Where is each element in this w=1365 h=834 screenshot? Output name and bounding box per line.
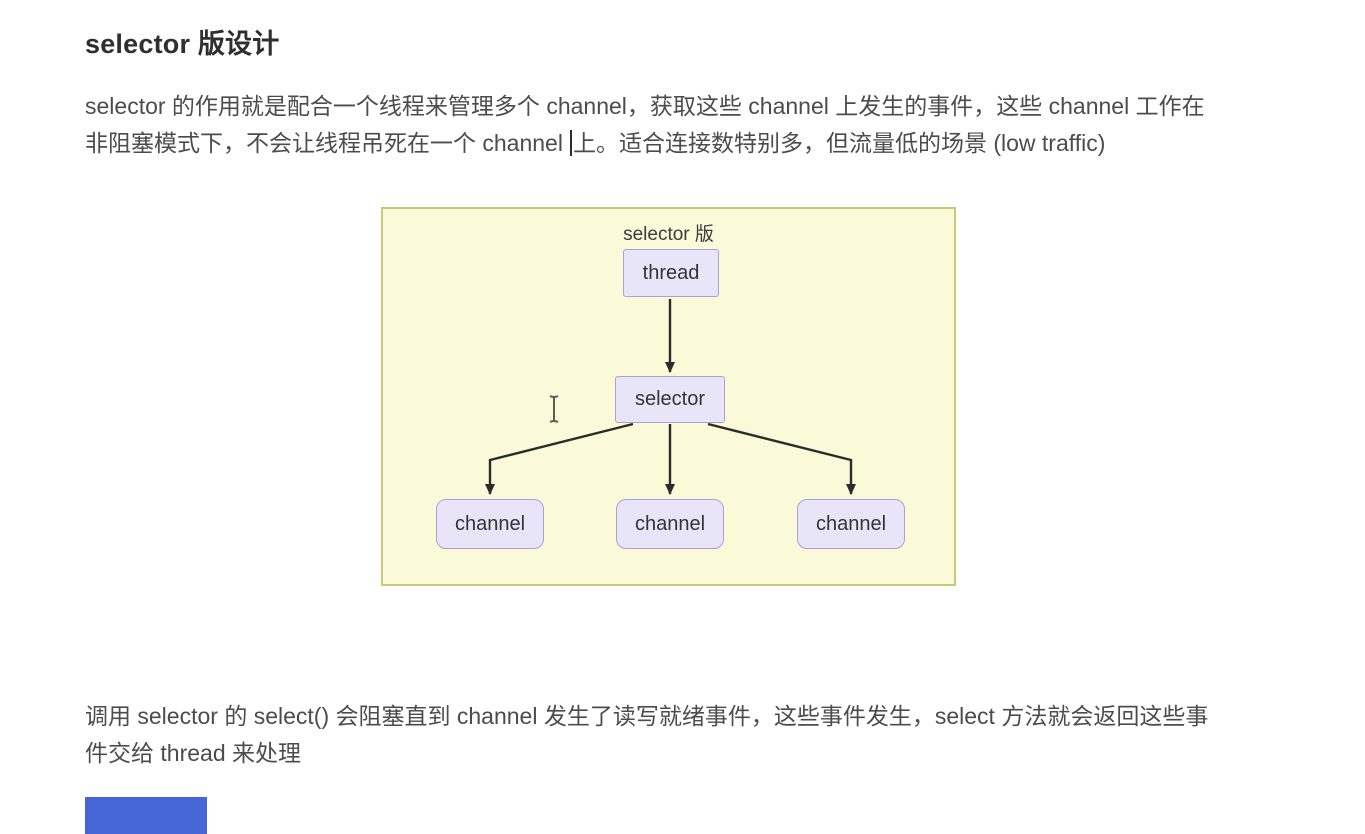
arrow-selector-to-channel-right <box>707 422 856 495</box>
text-line: 调用 selector 的 select() 会阻塞直到 channel 发生了… <box>85 698 1208 735</box>
bottom-partial-blue-box <box>85 797 207 834</box>
text-run: 调用 selector 的 select() 会阻塞直到 channel 发生了… <box>85 703 1209 729</box>
text-caret <box>569 130 572 156</box>
text-line: 件交给 thread 来处理 <box>85 735 1208 772</box>
closing-paragraph[interactable]: 调用 selector 的 select() 会阻塞直到 channel 发生了… <box>85 698 1208 772</box>
text-run: selector 的作用就是配合一个线程来管理多个 channel，获取这些 c… <box>85 93 1205 119</box>
diagram-arrows <box>485 299 856 495</box>
text-run: 件交给 thread 来处理 <box>85 740 301 766</box>
text-run: 上。适合连接数特别多，但流量低的场景 (low traffic) <box>572 130 1106 156</box>
arrow-lines <box>485 299 856 495</box>
text-line: selector 的作用就是配合一个线程来管理多个 channel，获取这些 c… <box>85 88 1205 125</box>
page-title: selector 版设计 <box>85 29 280 59</box>
text-run: 非阻塞模式下，不会让线程吊死在一个 channel <box>85 130 563 156</box>
intro-paragraph[interactable]: selector 的作用就是配合一个线程来管理多个 channel，获取这些 c… <box>85 88 1205 162</box>
channel-node: channel <box>797 499 905 549</box>
thread-node: thread <box>623 249 719 297</box>
diagram-caption: selector 版 <box>623 224 714 245</box>
channel-node: channel <box>616 499 724 549</box>
selector-node: selector <box>615 376 725 423</box>
channel-node: channel <box>436 499 544 549</box>
selector-diagram[interactable]: selector 版 thread selector channel chann… <box>381 207 956 586</box>
arrow-selector-to-channel-left <box>485 422 634 495</box>
text-line: 非阻塞模式下，不会让线程吊死在一个 channel 上。适合连接数特别多，但流量低… <box>85 125 1205 162</box>
ibeam-mouse-cursor <box>549 395 559 423</box>
